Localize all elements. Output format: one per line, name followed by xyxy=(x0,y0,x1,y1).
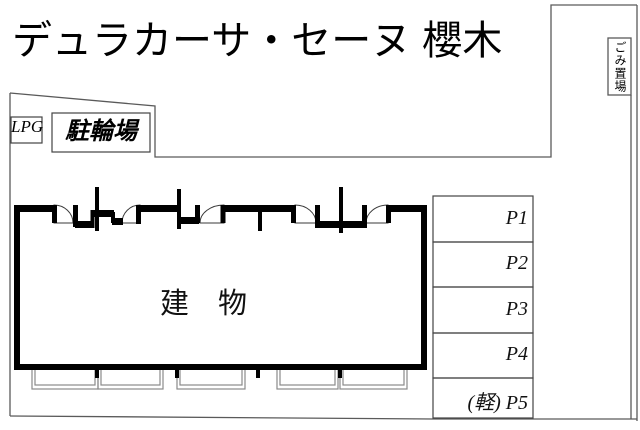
terrace-rect xyxy=(339,368,408,390)
parking-space-p5-label: (軽) P5 xyxy=(467,392,528,414)
terrace-rect xyxy=(276,368,339,390)
parking-space-p4-label: P4 xyxy=(505,343,528,365)
parking-space-p1-label: P1 xyxy=(505,207,528,229)
door-arc-1 xyxy=(53,204,74,224)
door-arc-4 xyxy=(294,204,317,224)
terrace-rect-inner xyxy=(342,368,405,386)
garbage-area-box xyxy=(607,37,632,96)
terrace-rect-inner xyxy=(179,368,243,386)
terraces xyxy=(31,368,408,390)
wall-steps xyxy=(90,210,115,228)
site-boundary xyxy=(9,4,638,421)
garbage-area-label: ごみ置場 xyxy=(613,41,627,93)
parking-space-p5 xyxy=(432,377,534,419)
terrace-rect-inner xyxy=(100,368,161,386)
terrace-rect xyxy=(97,368,164,390)
terrace-rect-inner xyxy=(34,368,96,386)
door-arc-5 xyxy=(365,204,389,224)
partition-stubs xyxy=(95,187,343,378)
parking-space-p2-label: P2 xyxy=(505,252,528,274)
door-leaves xyxy=(52,205,391,228)
building-outline xyxy=(14,187,427,378)
boundary-top xyxy=(9,4,637,158)
terrace-rect xyxy=(31,368,99,390)
door-arc-3 xyxy=(199,204,225,224)
terrace-rect xyxy=(176,368,246,390)
terrace-rect-inner xyxy=(279,368,336,386)
building-label: 建 物 xyxy=(160,288,248,320)
bicycle-parking-label: 駐輪場 xyxy=(65,119,137,145)
parking-stalls xyxy=(432,195,534,419)
lpg-box xyxy=(10,116,43,144)
door-arcs xyxy=(53,204,389,224)
plan-title: デュラカーサ・セーヌ 櫻木 xyxy=(12,19,503,63)
bicycle-parking-box xyxy=(51,112,151,153)
lpg-label: LPG xyxy=(11,117,44,136)
parking-space-p3-label: P3 xyxy=(505,298,528,320)
boundary-bottom xyxy=(9,415,637,420)
